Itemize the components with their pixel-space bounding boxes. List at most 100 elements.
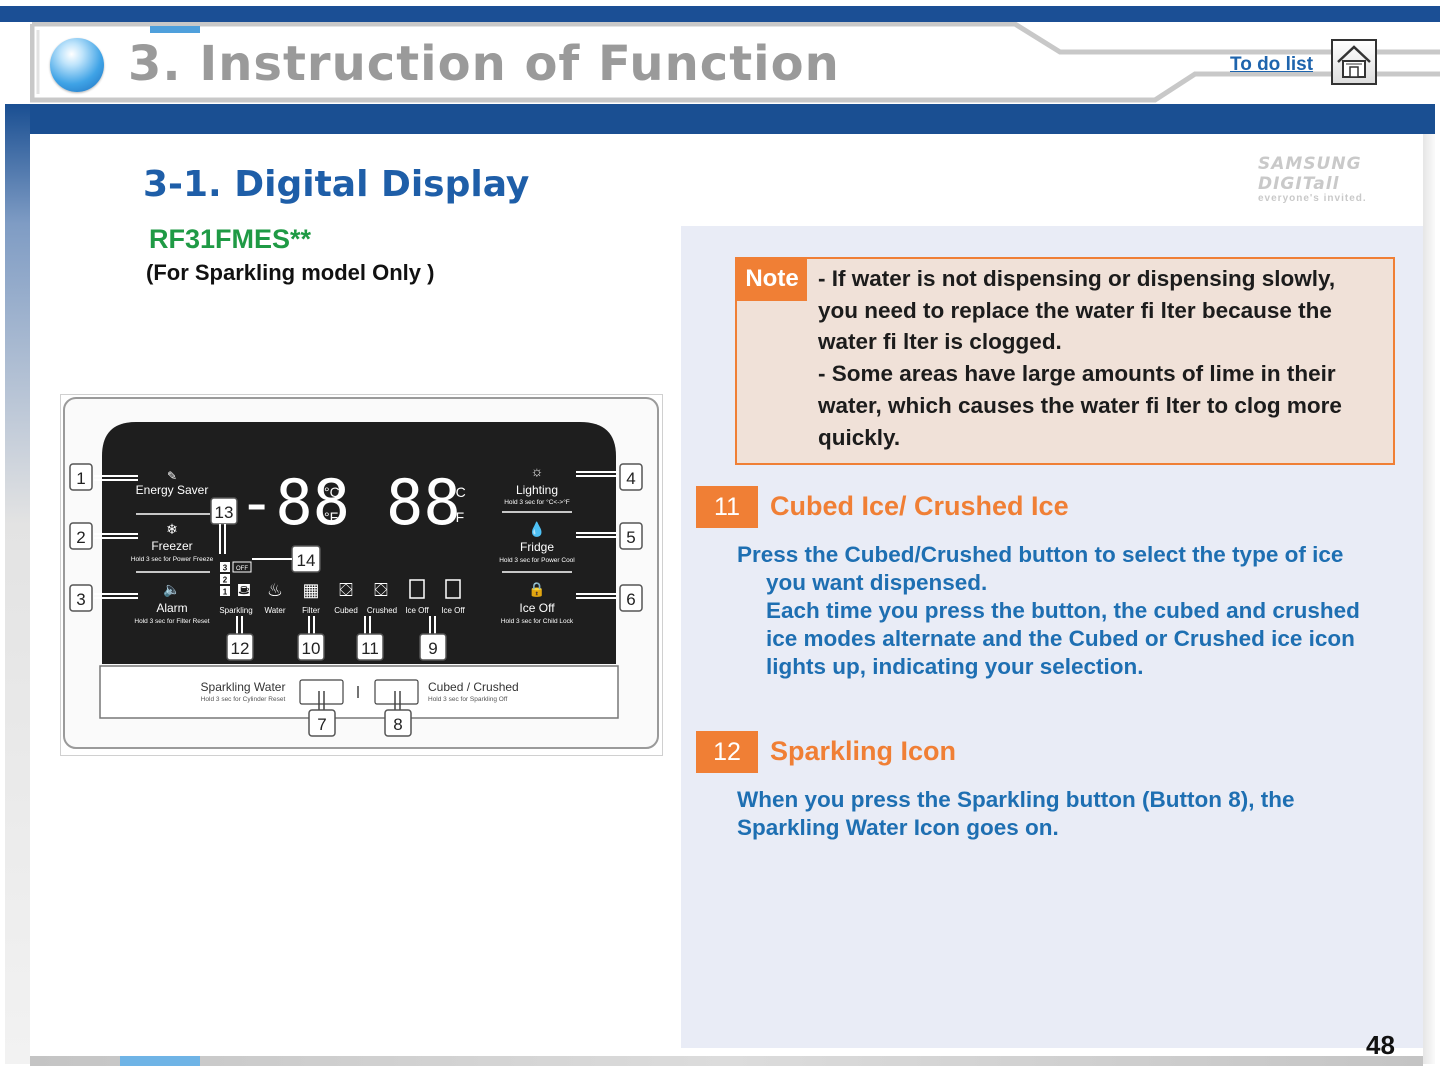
digital-display-diagram: 1 2 3 4 5 6 ✎ Energy Saver ❄ Freeze <box>60 394 663 756</box>
item-body-sparkling: When you press the Sparkling button (But… <box>737 786 1417 842</box>
item-line: Each time you press the button, the cube… <box>766 598 1360 623</box>
footer-accent <box>120 1056 200 1066</box>
right-label-sub: Hold 3 sec for Power Cool <box>499 557 575 564</box>
right-shadow <box>1423 134 1435 1064</box>
sparkling-icon: ⛾ <box>237 580 252 600</box>
item-line: lights up, indicating your selection. <box>766 654 1144 679</box>
item-line: When you press the Sparkling button (But… <box>737 787 1295 812</box>
callout-label: 5 <box>626 528 635 547</box>
left-label-sub: Hold 3 sec for Power Freeze <box>131 556 214 563</box>
callout-10: 10 <box>297 616 325 661</box>
item-line: Sparkling Water Icon goes on. <box>737 815 1059 840</box>
home-icon <box>1337 45 1371 78</box>
callout-9: 9 <box>419 616 447 661</box>
logo-tagline: everyone's invited. <box>1258 193 1367 204</box>
note-line: you need to replace the water fi lter be… <box>818 297 1332 323</box>
carbonation-level-indicator: 3 2 1 OFF <box>220 561 252 597</box>
freezer-temp-readout: -88 <box>238 466 350 539</box>
fridge-label: 💧 Fridge Hold 3 sec for Power Cool <box>499 521 575 573</box>
callout-1: 1 <box>69 463 138 491</box>
callout-6: 6 <box>576 584 643 612</box>
filter-icon: ▦ <box>302 580 319 600</box>
snowflake-icon: ❄ <box>166 521 178 537</box>
item-heading-cubed-crushed: Cubed Ice/ Crushed Ice <box>770 491 1069 521</box>
sparkling-water-button-label: Sparkling Water <box>201 680 286 694</box>
home-button[interactable] <box>1331 39 1377 85</box>
unit-celsius: °C <box>324 484 340 500</box>
callout-8: 8 <box>384 691 412 737</box>
svg-text:9: 9 <box>428 639 437 658</box>
level-2: 2 <box>223 576 228 585</box>
button-strip: Sparkling Water Hold 3 sec for Cylinder … <box>201 679 519 705</box>
item-heading-sparkling: Sparkling Icon <box>770 736 957 766</box>
svg-text:Ice Off: Ice Off <box>441 606 465 615</box>
note-line: water fi lter is clogged. <box>818 329 1062 355</box>
note-line: - Some areas have large amounts of lime … <box>818 361 1336 387</box>
svg-text:Crushed: Crushed <box>367 606 397 615</box>
callout-7: 7 <box>308 691 336 737</box>
energy-saver-label: ✎ Energy Saver <box>136 469 210 515</box>
title-bullet-icon <box>50 38 104 92</box>
svg-text:Ice Off: Ice Off <box>405 606 429 615</box>
level-3: 3 <box>223 564 228 573</box>
svg-text:8: 8 <box>393 715 402 734</box>
note-line: - If water is not dispensing or dispensi… <box>818 266 1336 291</box>
svg-text:10: 10 <box>302 639 321 658</box>
todo-list-link[interactable]: To do list <box>1230 54 1314 75</box>
callout-5: 5 <box>576 522 643 550</box>
right-label-sub: Hold 3 sec for °C<->°F <box>504 498 570 506</box>
cubed-ice-icon: ⛋ <box>339 580 353 600</box>
sparkling-water-button-sub: Hold 3 sec for Cylinder Reset <box>201 696 286 703</box>
section-title: 3-1. Digital Display <box>143 164 530 205</box>
header-blue-band <box>5 104 1435 134</box>
dispenser-icon-row: ⛾ ♨ ▦ ⛋ ⛋ Sparkling Water Filter Cubed C… <box>219 579 465 615</box>
ice-off-label: 🔒 Ice Off Hold 3 sec for Child Lock <box>501 581 574 625</box>
unit-celsius: °C <box>450 484 466 500</box>
svg-text:12: 12 <box>231 639 250 658</box>
callout-11: 11 <box>356 616 384 661</box>
samsung-logo: SAMSUNG DIGITall everyone's invited. <box>1258 154 1418 204</box>
svg-text:11: 11 <box>361 639 379 658</box>
callout-label: 4 <box>626 469 635 488</box>
callout-label: 2 <box>76 528 85 547</box>
crushed-ice-icon: ⛋ <box>374 580 388 600</box>
unit-fahrenheit: °F <box>324 509 338 525</box>
left-label-title: Alarm <box>156 601 187 615</box>
header-accent <box>150 26 200 33</box>
ice-off-icon <box>409 579 425 599</box>
right-label-title: Lighting <box>516 483 558 497</box>
sparkling-water-button[interactable] <box>299 679 344 705</box>
callout-label: 3 <box>76 590 85 609</box>
note-label: Note <box>737 259 807 301</box>
model-number: RF31FMES** <box>149 224 312 254</box>
svg-text:Water: Water <box>264 606 285 615</box>
callout-label: 1 <box>76 469 85 488</box>
off-indicator: OFF <box>236 566 248 572</box>
note-line: water, which causes the water fi lter to… <box>818 392 1342 418</box>
svg-text:Cubed: Cubed <box>334 606 358 615</box>
page-title: 3. Instruction of Function <box>128 36 840 92</box>
svg-text:Filter: Filter <box>302 606 320 615</box>
left-label-title: Energy Saver <box>136 483 209 497</box>
cubed-crushed-button-label: Cubed / Crushed <box>428 680 519 694</box>
ice-off-icon <box>445 579 461 599</box>
right-label-sub: Hold 3 sec for Child Lock <box>501 618 574 625</box>
item-number-badge: 12 <box>696 731 758 773</box>
svg-text:Sparkling: Sparkling <box>219 606 252 615</box>
callout-2: 2 <box>69 522 138 550</box>
callout-3: 3 <box>69 584 138 612</box>
cubed-crushed-button[interactable] <box>374 679 419 705</box>
unit-fahrenheit: °F <box>450 509 464 525</box>
svg-text:7: 7 <box>317 715 326 734</box>
lock-icon: 🔒 <box>528 581 545 598</box>
svg-text:14: 14 <box>297 551 316 570</box>
item-number-badge: 11 <box>696 486 758 528</box>
model-note: (For Sparkling model Only ) <box>146 260 435 285</box>
note-box <box>735 257 1395 465</box>
freezer-label: ❄ Freezer Hold 3 sec for Power Freeze <box>131 521 214 573</box>
item-body-cubed-crushed: Press the Cubed/Crushed button to select… <box>737 541 1417 681</box>
note-text: - If water is not dispensing or dispensi… <box>818 263 1388 453</box>
left-label-sub: Hold 3 sec for Filter Reset <box>134 618 209 625</box>
alarm-label: 🔈 Alarm Hold 3 sec for Filter Reset <box>134 581 209 625</box>
left-gradient-band <box>5 104 30 1064</box>
